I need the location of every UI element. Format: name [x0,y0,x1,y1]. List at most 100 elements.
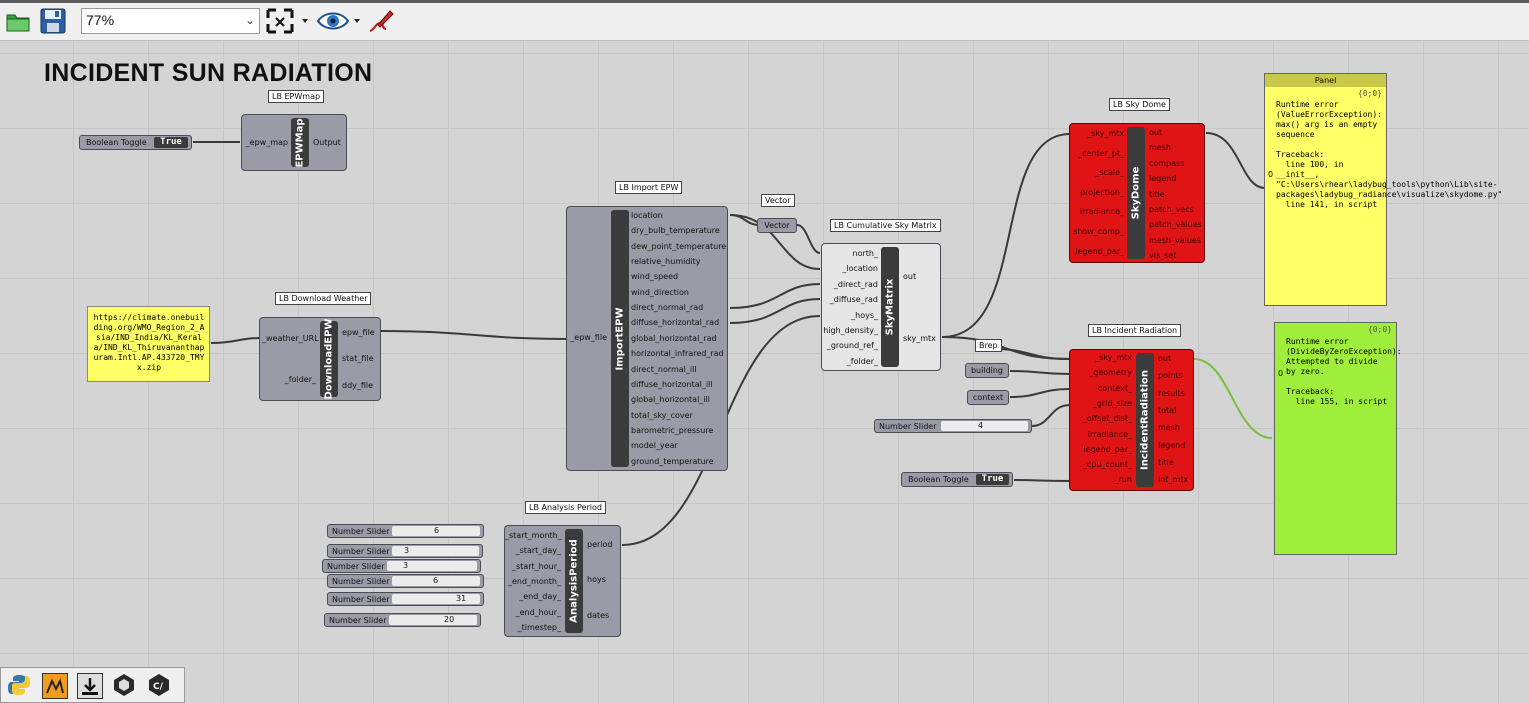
pin-results[interactable]: results [1158,388,1185,398]
pin-stat-file[interactable]: stat_file [342,354,374,363]
error-panel-yellow[interactable]: Panel {0;0} Runtime error (ValueErrorExc… [1264,73,1502,306]
pin-grid-size[interactable]: _grid_size [1092,398,1132,408]
pin-wind-direction[interactable]: wind_direction [631,287,689,297]
pin-end-month[interactable]: _end_month_ [507,576,561,586]
pin-end-hour[interactable]: _end_hour_ [515,607,561,617]
skymatrix-component[interactable]: north__location_direct_rad_diffuse_rad_h… [821,243,941,371]
pin-model-year[interactable]: model_year [631,441,678,451]
pin-scale[interactable]: _scale_ [1095,168,1124,178]
slider-track[interactable] [392,576,480,586]
boolean-toggle-run[interactable]: Boolean Toggle True [901,472,1013,487]
incident-radiation-component[interactable]: _sky_mtx _geometry context_ _grid_size _offs… [1069,349,1194,491]
pin-geometry[interactable]: _geometry [1089,368,1132,378]
pin-total[interactable]: total [1158,405,1177,415]
pin-dew-point-temperature[interactable]: dew_point_temperature [631,241,727,251]
slider-track[interactable] [941,421,1028,431]
pin-direct-normal-rad[interactable]: direct_normal_rad [631,303,704,313]
slider-track[interactable] [387,561,477,571]
open-file-icon[interactable] [4,7,32,35]
pin-title[interactable]: title [1158,457,1174,467]
pin-mesh-values[interactable]: mesh_values [1149,235,1201,245]
hops-icon[interactable] [112,673,136,697]
pin-folder[interactable]: _folder_ [284,375,316,384]
pin-folder[interactable]: _folder_ [846,356,878,366]
epwmap-component[interactable]: _epw_map EPWMap Output [241,114,347,171]
pin-total-sky-cover[interactable]: total_sky_cover [631,410,693,420]
slider-track[interactable] [392,526,480,536]
pin-diffuse-rad[interactable]: _diffuse_rad [829,295,878,305]
pin-start-hour[interactable]: _start_hour_ [512,561,561,571]
ladybug-icon[interactable] [42,673,68,699]
pin-weather-url[interactable]: _weather_URL [262,334,319,343]
pin-patch-values[interactable]: patch_values [1149,220,1202,230]
save-icon[interactable] [38,7,68,35]
pin-center-pt[interactable]: _center_pt_ [1078,148,1124,158]
url-panel[interactable]: https://climate.onebuilding.org/WMO_Regi… [87,306,210,382]
pin-projection[interactable]: projection_ [1080,187,1124,197]
pin-direct-rad[interactable]: _direct_rad [833,279,878,289]
pin-north[interactable]: north_ [852,249,878,258]
pin-out[interactable]: out [1149,128,1163,137]
pin-out[interactable]: out [1158,354,1172,363]
pin-hoys[interactable]: hoys [587,575,606,584]
pin-points[interactable]: points [1158,371,1183,381]
pin-barometric-pressure[interactable]: barometric_pressure [631,425,714,435]
preview-eye-icon[interactable] [316,7,362,35]
pin-ground-temperature[interactable]: ground_temperature [631,456,714,466]
number-slider[interactable]: Number Slider 4 [874,419,1032,433]
pin-dry-bulb-temperature[interactable]: dry_bulb_temperature [631,226,720,236]
pin-location[interactable]: _location [842,264,878,274]
skydome-component[interactable]: _sky_mtx _center_pt_ _scale_ projection_irr… [1069,123,1205,263]
pin-diffuse-horizontal-ill[interactable]: diffuse_horizontal_ill [631,379,713,389]
pin-relative-humidity[interactable]: relative_humidity [631,257,701,267]
pin-timestep[interactable]: _timestep_ [517,622,561,632]
analysis-period-component[interactable]: _start_month__start_day__start_hour__end… [504,525,621,637]
sketch-pen-icon[interactable] [366,7,396,35]
pin-int-mtx[interactable]: int_mtx [1158,475,1189,485]
csharp-icon[interactable]: C/ [147,673,171,697]
pin-offset-dist[interactable]: _offset_dist_ [1082,414,1132,424]
pin-epw-file[interactable]: epw_file [342,328,375,337]
building-param[interactable]: building [965,363,1009,378]
pin-cpu-count[interactable]: _cpu_count_ [1082,460,1132,470]
pin-global-horizontal-rad[interactable]: global_horizontal_rad [631,333,717,343]
vector-param[interactable]: Vector [757,218,797,233]
pin-dates[interactable]: dates [587,611,610,620]
grasshopper-canvas[interactable]: INCIDENT SUN RADIATION Boolean Toggle Tr… [0,41,1529,703]
error-panel-green[interactable]: {0;0} Runtime error (DivideByZeroExcepti… [1274,322,1402,555]
pin-global-horizontal-ill[interactable]: global_horizontal_ill [631,395,710,405]
pin-irradiance[interactable]: irradiance_ [1087,429,1132,439]
pin-compass[interactable]: compass [1149,158,1185,168]
zoom-select[interactable]: 77% ⌄ [81,8,260,34]
pin-period[interactable]: period [587,540,613,549]
pin-diffuse-horizontal-rad[interactable]: diffuse_horizontal_rad [631,318,720,328]
pin-location[interactable]: location [631,211,663,220]
pin-sky-mtx[interactable]: _sky_mtx [1095,353,1132,362]
pin-irradiance[interactable]: irradiance_ [1079,207,1124,217]
pin-ddy-file[interactable]: ddy_file [342,381,374,390]
python-icon[interactable] [7,673,31,697]
slider-track[interactable] [392,546,479,556]
pin-sky-mtx[interactable]: _sky_mtx [1087,129,1124,138]
toggle-value[interactable]: True [976,474,1009,485]
download-weather-component[interactable]: _weather_URL _folder_ DownloadEPW epw_fi… [259,317,381,401]
pin-legend[interactable]: legend [1149,174,1177,184]
pin-direct-normal-ill[interactable]: direct_normal_ill [631,364,697,374]
pin-context[interactable]: context_ [1097,383,1132,393]
pin-legend-par[interactable]: legend_par_ [1083,444,1132,454]
download-icon[interactable] [77,673,103,699]
toggle-value[interactable]: True [154,137,188,148]
pin-title[interactable]: title [1149,189,1165,199]
pin-epw-map[interactable]: _epw_map [245,138,288,147]
pin-sky-mtx[interactable]: sky_mtx [903,334,936,343]
pin-legend[interactable]: legend [1158,440,1186,450]
pin-legend-par[interactable]: legend_par_ [1075,246,1124,256]
pin-patch-vecs[interactable]: patch_vecs [1149,205,1194,214]
